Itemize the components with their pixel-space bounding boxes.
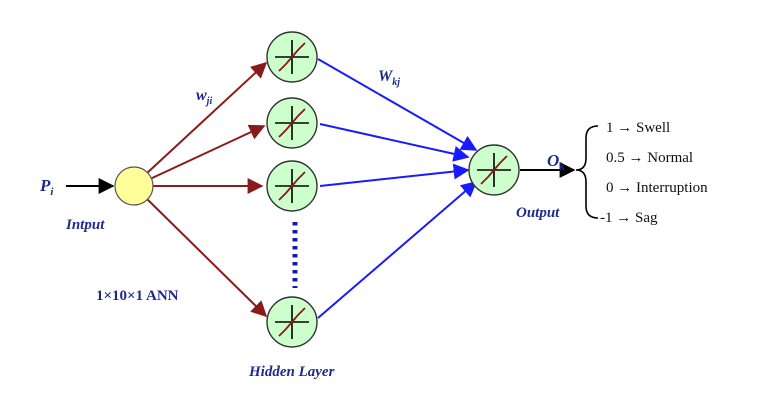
output-label: Output (516, 205, 560, 221)
connection-hidden-output-3 (319, 163, 470, 187)
output-brace (575, 125, 599, 219)
architecture-label: 1×10×1 ANN (96, 288, 179, 304)
output-class-normal: 0.5 → Normal (606, 150, 693, 166)
activation-curve (278, 108, 306, 138)
activation-curve (278, 42, 306, 72)
output-neuron (468, 144, 520, 196)
input-node (114, 166, 154, 206)
activation-curve (278, 171, 306, 201)
hidden-neuron-3 (266, 160, 318, 212)
connection-hidden-output-1 (317, 58, 478, 151)
output-class-swell: 1 → Swell (606, 120, 670, 136)
connection-input-hidden-2 (149, 124, 266, 180)
output-class-sag: -1 → Sag (600, 210, 658, 226)
output-symbol: Ok (547, 151, 565, 173)
weight-in-label: wji (196, 87, 212, 107)
connection-hidden-output-10 (317, 180, 478, 319)
connection-input-hidden-10 (145, 197, 268, 318)
output-class-interruption: 0 → Interruption (606, 180, 708, 196)
hidden-neuron-2 (266, 97, 318, 149)
weight-out-label: Wkj (378, 68, 400, 88)
hidden-layer-label: Hidden Layer (248, 364, 335, 380)
hidden-neuron-10 (266, 296, 318, 348)
connection-hidden-output-2 (319, 123, 470, 162)
activation-curve (278, 307, 306, 337)
activation-curve (480, 155, 508, 185)
connection-input-hidden-1 (145, 61, 268, 175)
hidden-neuron-1 (266, 31, 318, 83)
input-label: Intput (65, 217, 105, 233)
input-symbol: Pi (39, 176, 54, 198)
